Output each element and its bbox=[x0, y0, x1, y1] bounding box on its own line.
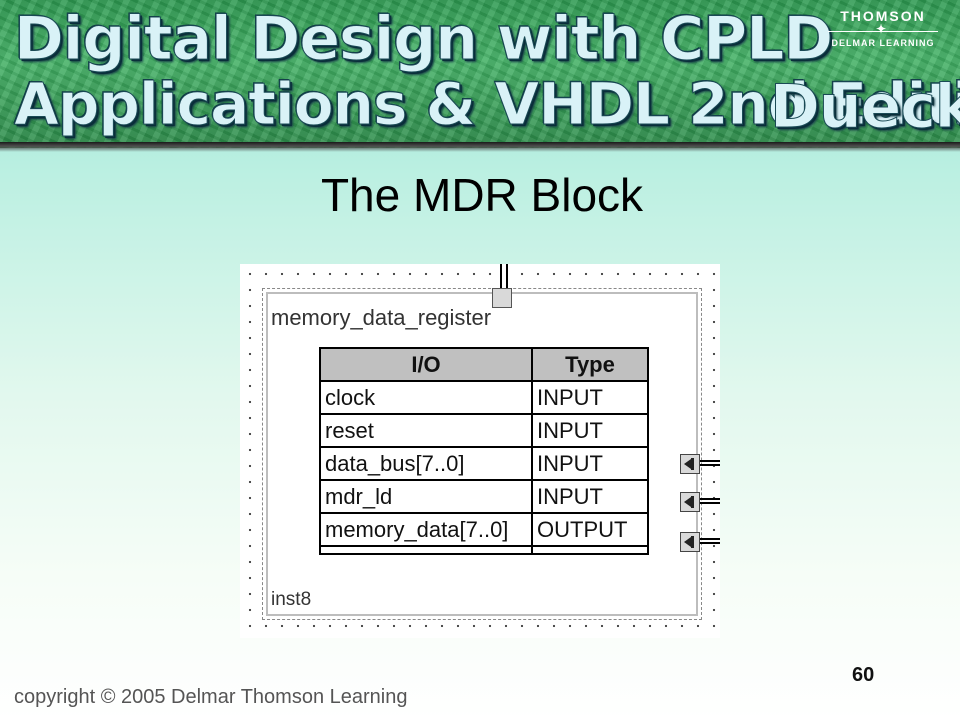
io-cell: clock bbox=[319, 380, 533, 415]
pin-wire bbox=[700, 538, 720, 544]
table-row: memory_data[7..0] OUTPUT bbox=[319, 512, 649, 547]
type-cell: INPUT bbox=[531, 446, 649, 481]
book-title-line-2: Applications & VHDL 2nd Edition bbox=[13, 70, 960, 139]
pin-wire bbox=[700, 498, 720, 504]
table-row: clock INPUT bbox=[319, 380, 649, 415]
io-header: I/O bbox=[319, 347, 533, 382]
type-cell: OUTPUT bbox=[531, 512, 649, 547]
io-cell: reset bbox=[319, 413, 533, 448]
author-name: Dueck bbox=[770, 72, 960, 143]
component-name: memory_data_register bbox=[271, 305, 492, 330]
header-banner: Digital Design with CPLD Applications & … bbox=[0, 0, 960, 148]
table-row-blank bbox=[319, 545, 649, 555]
pin-wire bbox=[700, 460, 720, 466]
publisher-logo: THOMSON ✦ DELMAR LEARNING bbox=[818, 8, 948, 48]
type-cell: INPUT bbox=[531, 413, 649, 448]
copyright-notice: copyright © 2005 Delmar Thomson Learning bbox=[14, 686, 408, 708]
table-row: data_bus[7..0] INPUT bbox=[319, 446, 649, 481]
publisher-imprint: DELMAR LEARNING bbox=[831, 38, 935, 48]
schematic-canvas: memory_data_register I/O Type clock INPU… bbox=[240, 264, 720, 638]
blank-cell bbox=[531, 545, 649, 555]
table-row: mdr_ld INPUT bbox=[319, 479, 649, 514]
star-icon: ✦ bbox=[876, 22, 887, 36]
io-table: I/O Type clock INPUT reset INPUT data_bu… bbox=[319, 347, 649, 555]
io-cell: memory_data[7..0] bbox=[319, 512, 533, 547]
io-cell: data_bus[7..0] bbox=[319, 446, 533, 481]
io-cell: mdr_ld bbox=[319, 479, 533, 514]
blank-cell bbox=[319, 545, 533, 555]
slide-title: The MDR Block bbox=[320, 169, 644, 221]
publisher-divider: ✦ bbox=[818, 22, 948, 38]
publisher-name: THOMSON bbox=[840, 8, 926, 24]
pin-connector[interactable] bbox=[680, 492, 700, 512]
top-pin-connector[interactable] bbox=[492, 288, 512, 308]
table-row: reset INPUT bbox=[319, 413, 649, 448]
top-wire bbox=[500, 264, 508, 294]
page-number: 60 bbox=[852, 664, 875, 686]
banner-shadow bbox=[0, 142, 960, 152]
instance-name: inst8 bbox=[271, 589, 312, 610]
component-block[interactable]: memory_data_register I/O Type clock INPU… bbox=[262, 288, 702, 620]
type-cell: INPUT bbox=[531, 380, 649, 415]
type-header: Type bbox=[531, 347, 649, 382]
pin-connector[interactable] bbox=[680, 454, 700, 474]
io-table-header: I/O Type bbox=[319, 347, 649, 382]
type-cell: INPUT bbox=[531, 479, 649, 514]
pin-connector[interactable] bbox=[680, 532, 700, 552]
book-title-line-1: Digital Design with CPLD bbox=[13, 4, 833, 75]
